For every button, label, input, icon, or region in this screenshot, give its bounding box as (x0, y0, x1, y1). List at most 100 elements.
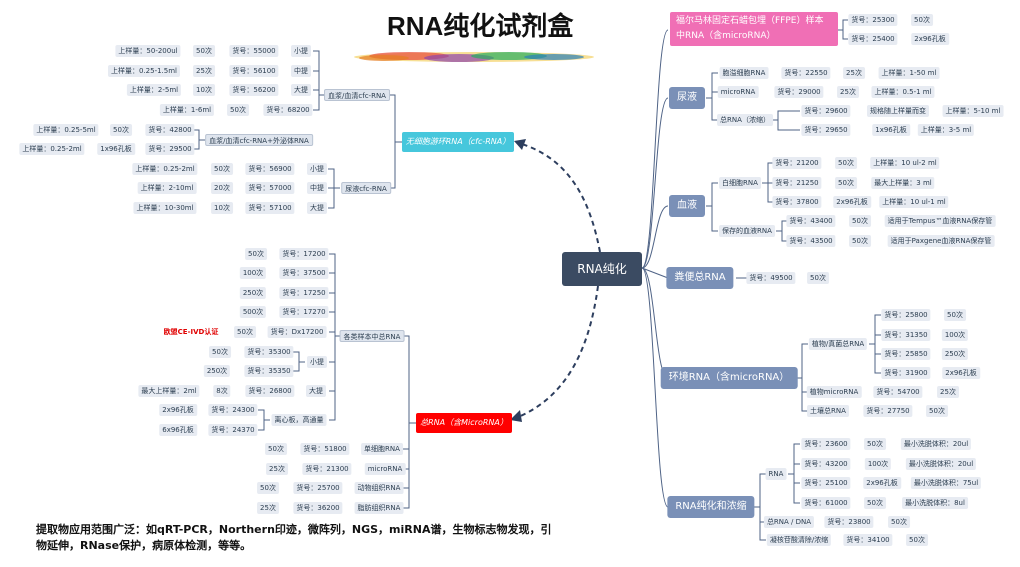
blood-node: 血液 (669, 195, 705, 217)
total-plate-label: 离心板，高通量 (271, 414, 327, 426)
concentrate-dna-label: 总RNA / DNA (763, 516, 815, 528)
cfc-plasma-size-1: 小提 (291, 45, 311, 57)
blood-wbc-a-catalog: 货号：21200 (772, 157, 822, 169)
concentrate-rna-volume-4: 最小洗脱体积：8ul (902, 497, 968, 509)
total-mini-b-catalog: 货号：35350 (244, 365, 294, 377)
total-mini-label: 小提 (307, 356, 327, 368)
cfc-urine-size-3: 大提 (307, 202, 327, 214)
concentrate-rna-volume-3: 最小洗脱体积：75ul (910, 477, 982, 489)
urine-micro-label: microRNA (717, 86, 759, 98)
cfc-plasma-catalog-4: 货号：68200 (263, 104, 313, 116)
total-micro-label: microRNA (364, 463, 406, 475)
total-single-label: 单细胞RNA (361, 443, 403, 455)
concentrate-rna-label: RNA (765, 468, 787, 480)
blood-preserved-a-catalog: 货号：43400 (786, 215, 836, 227)
total-plate-a-catalog: 货号：24300 (208, 404, 258, 416)
total-various-count-4: 500次 (239, 306, 267, 318)
urine-exo-volume: 上样量：1-50 ml (878, 67, 940, 79)
total-various-label: 各类样本中总RNA (339, 330, 405, 342)
env-soil-catalog: 货号：27750 (863, 405, 913, 417)
cfc-urine-catalog-3: 货号：57100 (245, 202, 295, 214)
env-soil-count: 50次 (926, 405, 948, 417)
cfc-urine-volume-1: 上样量：0.25-2ml (132, 163, 198, 175)
cfc-plasma-volume-2: 上样量：0.25-1.5ml (107, 65, 181, 77)
concentrate-rna-count-1: 50次 (864, 438, 886, 450)
ffpe-label-line2: 中RNA（含microRNA） (676, 31, 776, 41)
concentrate-rna-volume-2: 最小洗脱体积：20ul (905, 458, 977, 470)
urine-micro-count: 25次 (837, 86, 859, 98)
total-plate-b-catalog: 货号：24370 (208, 424, 258, 436)
total-various-count-1: 50次 (245, 248, 267, 260)
concentrate-rna-catalog-2: 货号：43200 (801, 458, 851, 470)
total-maxi-volume: 最大上样量：2ml (138, 385, 200, 397)
page-title: RNA纯化试剂盒 (387, 11, 574, 41)
total-various-count-2: 100次 (239, 267, 267, 279)
concentrate-gel-label: 凝核苷酸清除/浓缩 (766, 534, 832, 546)
cfc-plasma-catalog-3: 货号：56200 (229, 84, 279, 96)
stool-count: 50次 (807, 272, 829, 284)
ffpe-count-2: 2x96孔板 (911, 33, 949, 45)
cfc-urine-volume-3: 上样量：10-30ml (133, 202, 197, 214)
blood-preserved-a-note: 适用于Tempus™血液RNA保存管 (884, 215, 996, 227)
urine-total-b-catalog: 货号：29650 (801, 124, 851, 136)
env-plant-count-2: 100次 (941, 329, 969, 341)
total-mini-a-count: 50次 (209, 346, 231, 358)
cfc-plasma-volume-1: 上样量：50-200ul (115, 45, 181, 57)
cfc-urine-count-1: 50次 (211, 163, 233, 175)
blood-preserved-b-count: 50次 (849, 235, 871, 247)
total-micro-count: 25次 (266, 463, 288, 475)
concentrate-rna-count-4: 50次 (864, 497, 886, 509)
cfc-plasma-count-4: 50次 (227, 104, 249, 116)
env-plant-micro-catalog: 货号：54700 (873, 386, 923, 398)
ffpe-node: 福尔马林固定石蜡包埋（FFPE）样本 中RNA（含microRNA） (670, 12, 838, 46)
cfc-plasma-size-3: 大提 (291, 84, 311, 96)
total-fat-count: 25次 (257, 502, 279, 514)
total-single-catalog: 货号：51800 (300, 443, 350, 455)
cfc-rna-node: 无细胞游环RNA（cfc-RNA） (402, 132, 514, 152)
urine-total-b-format: 1x96孔板 (872, 124, 910, 136)
cfc-exosome-label: 血浆/血清cfc-RNA+外泌体RNA (205, 134, 313, 146)
cfc-plasma-catalog-2: 货号：56100 (229, 65, 279, 77)
concentrate-node: RNA纯化和浓缩 (667, 496, 755, 518)
urine-total-a-format: 规格随上样量而变 (867, 105, 929, 117)
total-maxi-count: 8次 (213, 385, 231, 397)
cfc-plasma-count-1: 50次 (193, 45, 215, 57)
concentrate-rna-volume-1: 最小洗脱体积：20ul (900, 438, 972, 450)
urine-total-a-catalog: 货号：29600 (801, 105, 851, 117)
env-plant-catalog-2: 货号：31350 (881, 329, 931, 341)
blood-wbc-b-catalog: 货号：21250 (772, 177, 822, 189)
blood-preserved-b-catalog: 货号：43500 (786, 235, 836, 247)
concentrate-rna-catalog-3: 货号：25100 (801, 477, 851, 489)
cfc-exosome-a-count: 50次 (110, 124, 132, 136)
env-plant-count-4: 2x96孔板 (942, 367, 980, 379)
ce-ivd-badge: 欧盟CE-IVD认证 (163, 328, 219, 336)
cfc-exosome-a-volume: 上样量：0.25-5ml (33, 124, 99, 136)
urine-node: 尿液 (669, 87, 705, 109)
total-plate-a-format: 2x96孔板 (159, 404, 197, 416)
ffpe-label-line1: 福尔马林固定石蜡包埋（FFPE）样本 (676, 16, 824, 26)
env-plant-label: 植物/真菌总RNA (808, 338, 868, 350)
total-fat-label: 脂肪组织RNA (354, 502, 404, 514)
total-plate-b-format: 6x96孔板 (159, 424, 197, 436)
total-mini-b-count: 250次 (203, 365, 231, 377)
blood-preserved-a-count: 50次 (849, 215, 871, 227)
total-various-catalog-1: 货号：17200 (279, 248, 329, 260)
total-fat-catalog: 货号：36200 (293, 502, 343, 514)
env-plant-catalog-1: 货号：25800 (881, 309, 931, 321)
cfc-exosome-a-catalog: 货号：42800 (145, 124, 195, 136)
cfc-urine-volume-2: 上样量：2-10ml (137, 182, 197, 194)
applications-note: 提取物应用范围广泛：如qRT-PCR，Northern印迹，微阵列，NGS，mi… (36, 522, 626, 554)
concentrate-dna-count: 50次 (888, 516, 910, 528)
env-node: 环境RNA（含microRNA） (660, 367, 798, 389)
total-various-count-3: 250次 (239, 287, 267, 299)
blood-wbc-b-volume: 最大上样量：3 ml (871, 177, 935, 189)
total-mini-a-catalog: 货号：35300 (244, 346, 294, 358)
blood-wbc-a-volume: 上样量：10 ul-2 ml (870, 157, 940, 169)
total-animal-count: 50次 (257, 482, 279, 494)
ffpe-count-1: 50次 (911, 14, 933, 26)
total-maxi-label: 大提 (306, 385, 326, 397)
cfc-urine-label: 尿液cfc-RNA (341, 182, 391, 194)
cfc-exosome-b-volume: 上样量：0.25-2ml (19, 143, 85, 155)
cfc-plasma-catalog-1: 货号：55000 (229, 45, 279, 57)
ffpe-catalog-2: 货号：25400 (848, 33, 898, 45)
